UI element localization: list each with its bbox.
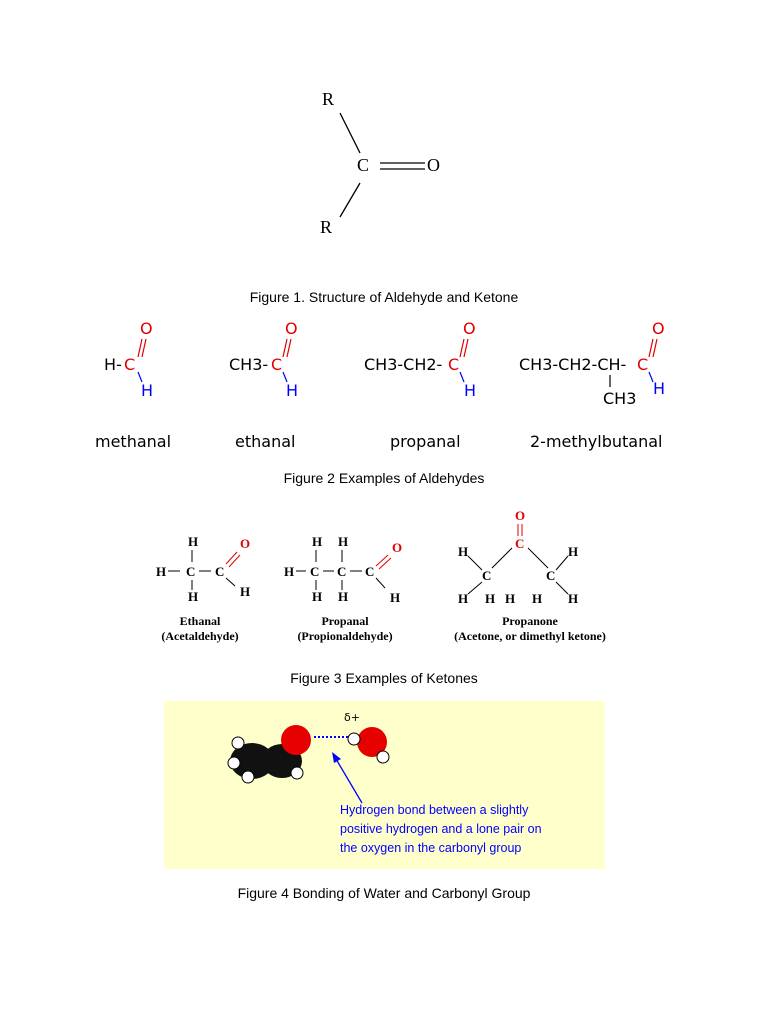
oxygen-label: O <box>427 155 440 175</box>
svg-text:H: H <box>338 534 348 549</box>
aldehyde-2-methylbutanal: CH3-CH2-CH- C O H CH3 <box>515 315 675 415</box>
ketone-item-propanone: Propanone (Acetone, or dimethyl ketone) <box>430 614 630 644</box>
svg-text:H: H <box>188 589 198 604</box>
molecule-subname: (Propionaldehyde) <box>297 629 393 643</box>
svg-text:H: H <box>390 590 400 605</box>
figure-2-caption: Figure 2 Examples of Aldehydes <box>283 470 485 486</box>
left-group: H- <box>104 355 122 374</box>
pointer-arrow <box>335 758 363 804</box>
left-group: CH3-CH2- <box>364 355 443 374</box>
molecule-subname: (Acetaldehyde) <box>161 629 239 643</box>
oxygen-atom <box>357 727 387 757</box>
hydrogen-label: H <box>653 379 666 398</box>
oxygen-label: O <box>463 319 476 338</box>
left-group: CH3- <box>229 355 269 374</box>
note-line: the oxygen in the carbonyl group <box>340 841 522 855</box>
carbon-label: C <box>271 355 283 374</box>
name-propanal: propanal <box>390 432 461 451</box>
svg-text:C: C <box>515 536 524 551</box>
bond-lines <box>609 338 658 387</box>
carbonyl-structure-drawing <box>339 112 425 218</box>
hydrogen-atom <box>347 732 361 746</box>
svg-text:H: H <box>240 584 250 599</box>
hydrogen-label: H <box>286 381 299 400</box>
figure-3-caption: Figure 3 Examples of Ketones <box>290 670 478 686</box>
svg-text:H: H <box>284 564 294 579</box>
hydrogen-atom <box>376 750 390 764</box>
bond-lines <box>282 338 292 383</box>
svg-text:H: H <box>532 591 542 606</box>
svg-text:C: C <box>186 564 195 579</box>
name-2-methylbutanal: 2-methylbutanal <box>530 432 663 451</box>
ketone-item-ethanal: Ethanal (Acetaldehyde) <box>140 614 260 644</box>
aldehyde-propanal: CH3-CH2- C O H <box>360 315 490 405</box>
oxygen-label: O <box>652 319 665 338</box>
svg-text:C: C <box>337 564 346 579</box>
aldehyde-ethanal: CH3- C O H <box>225 315 315 405</box>
svg-text:H: H <box>485 591 495 606</box>
hydrogen-atom <box>227 756 241 770</box>
molecule-name: Propanone <box>502 614 558 628</box>
aldehyde-methanal: H- C O H <box>100 315 180 405</box>
hydrogen-atom <box>290 766 304 780</box>
r-bottom-label: R <box>320 217 333 237</box>
left-group: CH3-CH2-CH- <box>519 355 627 374</box>
carbon-label: C <box>448 355 460 374</box>
svg-text:C: C <box>215 564 224 579</box>
hydrogen-bond-model <box>227 725 390 804</box>
molecule-name: Ethanal <box>179 614 221 628</box>
figure-4-caption: Figure 4 Bonding of Water and Carbonyl G… <box>237 885 531 901</box>
figure-4-panel: δ+ Hydrogen bond between a slightly posi… <box>164 701 605 869</box>
note-line: positive hydrogen and a lone pair on <box>340 822 542 836</box>
svg-text:C: C <box>482 568 491 583</box>
svg-text:H: H <box>312 589 322 604</box>
carbon-atom <box>230 743 274 779</box>
name-ethanal: ethanal <box>235 432 296 451</box>
figure-1: R C O R <box>300 85 470 245</box>
svg-text:C: C <box>310 564 319 579</box>
bond-lines <box>459 338 469 383</box>
note-line: Hydrogen bond between a slightly <box>340 803 529 817</box>
svg-text:H: H <box>505 591 515 606</box>
arrow-head <box>332 752 341 763</box>
hydrogen-label: H <box>141 381 154 400</box>
hydrogen-bond-note: Hydrogen bond between a slightly positiv… <box>340 801 542 858</box>
ketone-item-propanal: Propanal (Propionaldehyde) <box>275 614 415 644</box>
svg-text:H: H <box>568 544 578 559</box>
molecule-subname: (Acetone, or dimethyl ketone) <box>454 629 606 643</box>
hydrogen-label: H <box>464 381 477 400</box>
oxygen-label: O <box>140 319 153 338</box>
svg-text:C: C <box>546 568 555 583</box>
carbon-label: C <box>124 355 136 374</box>
svg-text:H: H <box>188 534 198 549</box>
svg-text:O: O <box>515 508 525 523</box>
svg-text:H: H <box>338 589 348 604</box>
svg-text:H: H <box>458 544 468 559</box>
figure-1-caption: Figure 1. Structure of Aldehyde and Keto… <box>249 289 519 305</box>
delta-plus-label: δ+ <box>344 711 360 724</box>
svg-text:O: O <box>240 536 250 551</box>
bond-lines <box>137 338 147 383</box>
methyl-branch: CH3 <box>603 389 637 408</box>
svg-text:H: H <box>568 591 578 606</box>
molecule-name: Propanal <box>321 614 369 628</box>
svg-text:H: H <box>156 564 166 579</box>
svg-text:C: C <box>365 564 374 579</box>
carbon-label: C <box>357 155 370 175</box>
svg-text:H: H <box>312 534 322 549</box>
hydrogen-atom <box>231 736 245 750</box>
svg-text:O: O <box>392 540 402 555</box>
hydrogen-atom <box>241 770 255 784</box>
oxygen-atom <box>281 725 311 755</box>
figure-2: H- C O H methanal CH3- C O H ethanal CH3… <box>0 315 768 460</box>
oxygen-label: O <box>285 319 298 338</box>
name-methanal: methanal <box>95 432 172 451</box>
carbon-label: C <box>637 355 649 374</box>
svg-text:H: H <box>458 591 468 606</box>
r-top-label: R <box>322 89 335 109</box>
